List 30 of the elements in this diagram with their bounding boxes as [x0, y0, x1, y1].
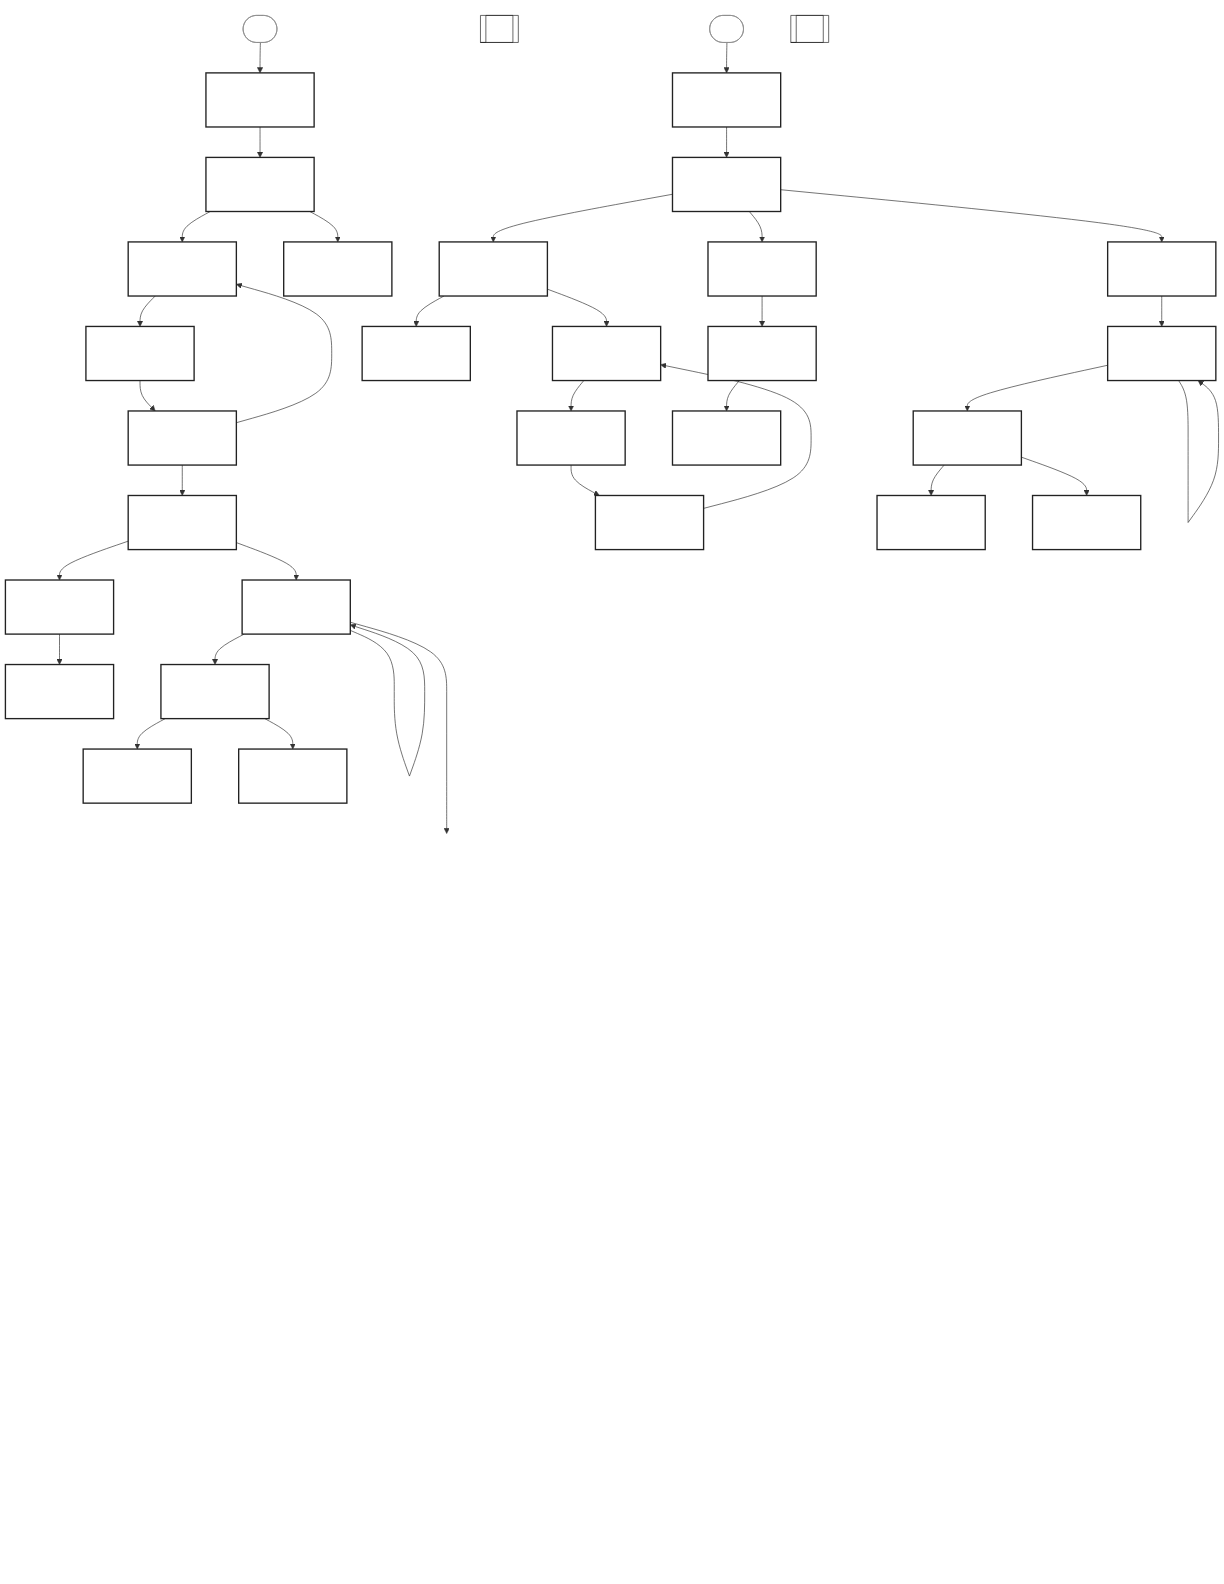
node-box	[361, 325, 471, 382]
node-box	[241, 579, 351, 635]
node-box	[551, 325, 662, 382]
node-box	[876, 494, 986, 551]
node-double-box	[790, 15, 830, 43]
node-box	[912, 410, 1023, 466]
node-box	[82, 748, 193, 804]
node-box	[4, 579, 115, 635]
node-box	[707, 325, 817, 382]
node-box	[1107, 325, 1217, 382]
node-box	[4, 663, 115, 720]
node-box	[671, 72, 782, 128]
node-box	[160, 663, 270, 720]
node-box	[283, 241, 393, 297]
node-box	[438, 241, 549, 297]
node-box	[594, 494, 705, 551]
node-box	[85, 325, 195, 382]
node-double-box	[480, 15, 519, 43]
node-box	[205, 72, 315, 128]
node-box	[516, 410, 626, 466]
node-box	[707, 241, 817, 297]
node-box	[671, 410, 782, 466]
node-box	[1031, 494, 1142, 551]
node-box	[205, 156, 315, 213]
node-box	[671, 156, 782, 213]
node-box	[238, 748, 348, 804]
node-box	[127, 410, 238, 466]
node-box	[1107, 241, 1217, 297]
node-box	[127, 241, 238, 297]
node-box	[127, 494, 238, 551]
